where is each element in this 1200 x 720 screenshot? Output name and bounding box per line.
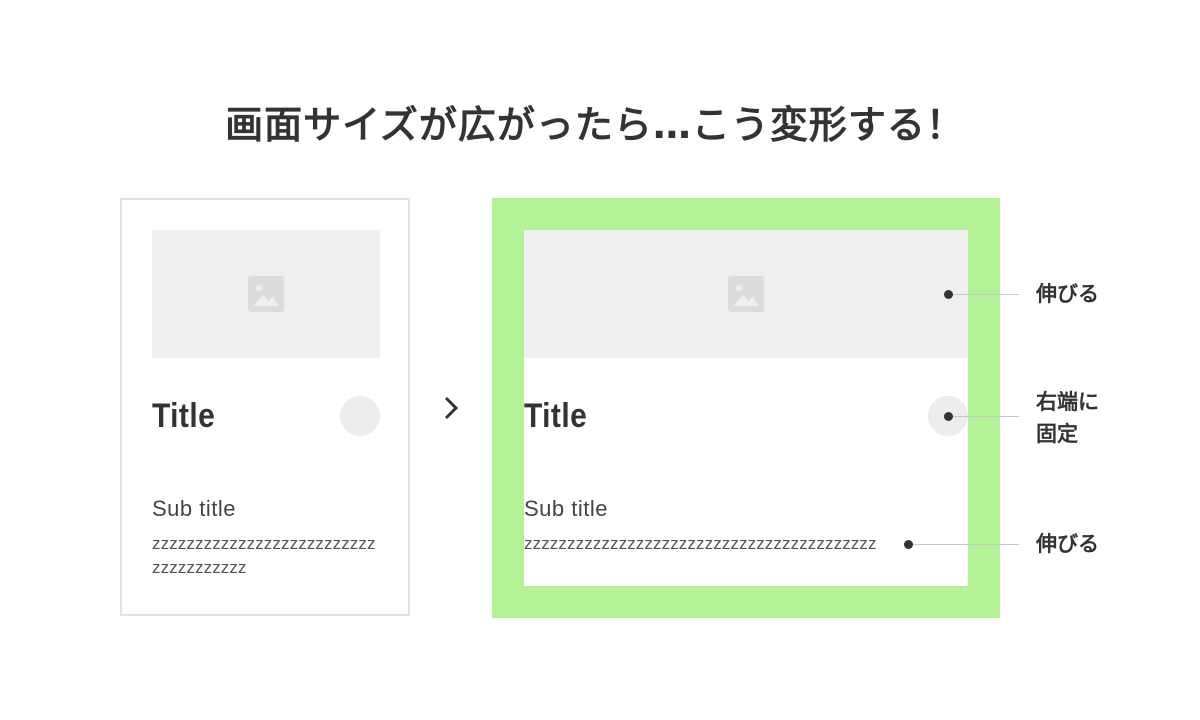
circle-button[interactable] [340, 396, 380, 436]
annotation-line-button [953, 416, 1019, 417]
annotation-dot-button [944, 412, 953, 421]
card-title: Title [152, 397, 216, 435]
card-large: Title Sub title zzzzzzzzzzzzzzzzzzzzzzzz… [524, 230, 968, 586]
image-icon [248, 276, 284, 312]
image-placeholder [152, 230, 380, 358]
card-small: Title Sub title zzzzzzzzzzzzzzzzzzzzzzzz… [120, 198, 410, 616]
annotation-line-image [953, 294, 1019, 295]
annotation-label-image: 伸びる [1036, 282, 1099, 306]
annotation-label-button: 右端に 固定 [1036, 390, 1099, 446]
card-subtitle: Sub title [524, 496, 608, 521]
card-body-text: zzzzzzzzzzzzzzzzzzzzzzzzzzzzzzzzzzzzzzzz… [524, 534, 877, 553]
card-title: Title [524, 397, 588, 435]
chevron-right-icon [444, 396, 459, 420]
card-subtitle: Sub title [152, 496, 236, 521]
annotation-dot-image [944, 290, 953, 299]
annotation-dot-text [904, 540, 913, 549]
headline: 画面サイズが広がったら…こう変形する！ [225, 103, 965, 147]
card-body-text: zzzzzzzzzzzzzzzzzzzzzzzzzzzzzzzzzzzzz [152, 534, 376, 577]
image-icon [728, 276, 764, 312]
annotation-line-text [913, 544, 1019, 545]
annotation-label-text: 伸びる [1036, 532, 1099, 556]
image-placeholder [524, 230, 968, 358]
